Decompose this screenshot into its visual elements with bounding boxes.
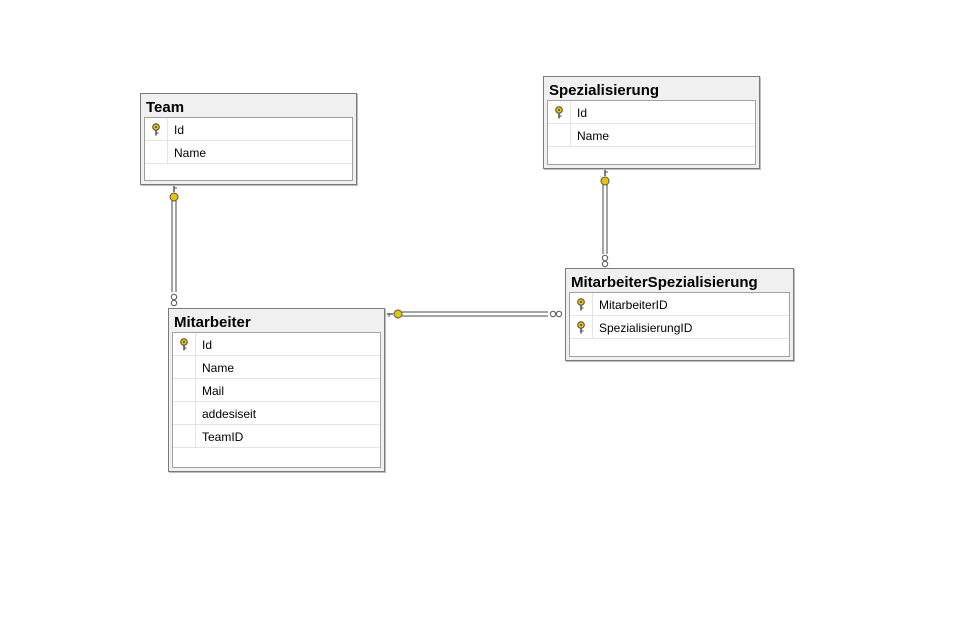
column-grid: Id Name [547, 100, 756, 165]
relationship-team-mitarbeiter[interactable] [169, 186, 179, 307]
table-title: Mitarbeiter [174, 314, 251, 331]
table-team[interactable]: Team Id Name [140, 93, 357, 185]
column-row[interactable]: addesiseit [173, 402, 380, 425]
column-name: Name [202, 361, 235, 375]
table-mitarbeiterspezialisierung[interactable]: MitarbeiterSpezialisierung MitarbeiterID [565, 268, 794, 361]
column-row[interactable]: Name [145, 141, 352, 164]
column-row[interactable]: TeamID [173, 425, 380, 448]
primary-key-icon [577, 298, 585, 311]
relationship-mitarbeiter-mitarbeiterspezialisierung[interactable] [387, 309, 563, 319]
column-name: addesiseit [202, 407, 257, 421]
column-grid: Id Name [144, 117, 353, 181]
column-row[interactable]: Name [548, 124, 755, 147]
column-row[interactable]: Id [548, 101, 755, 124]
column-name: SpezialisierungID [599, 321, 693, 335]
relationship-spezialisierung-mitarbeiterspezialisierung[interactable] [600, 170, 610, 268]
column-name: Id [202, 338, 213, 352]
infinity-icon [549, 310, 563, 318]
column-row[interactable]: Name [173, 356, 380, 379]
table-title: Spezialisierung [549, 82, 660, 99]
column-row[interactable]: Id [173, 333, 380, 356]
column-name: MitarbeiterID [599, 298, 668, 312]
column-name: Mail [202, 384, 225, 398]
table-mitarbeiter[interactable]: Mitarbeiter Id Name Mail [168, 308, 385, 472]
key-icon [169, 186, 179, 202]
table-title: Team [146, 99, 185, 116]
key-icon [387, 309, 403, 319]
table-title: MitarbeiterSpezialisierung [571, 274, 758, 291]
infinity-icon [601, 254, 609, 268]
column-name: TeamID [202, 430, 244, 444]
primary-key-icon [577, 321, 585, 334]
primary-key-icon [180, 338, 188, 351]
column-row[interactable]: MitarbeiterID [570, 293, 789, 316]
column-row[interactable]: SpezialisierungID [570, 316, 789, 339]
primary-key-icon [555, 106, 563, 119]
column-grid: MitarbeiterID SpezialisierungID [569, 292, 790, 357]
table-spezialisierung[interactable]: Spezialisierung Id Name [543, 76, 760, 169]
column-grid: Id Name Mail addesiseit TeamID [172, 332, 381, 468]
infinity-icon [170, 293, 178, 307]
column-name: Name [577, 129, 610, 143]
key-icon [600, 170, 610, 186]
column-row[interactable]: Id [145, 118, 352, 141]
column-name: Name [174, 146, 207, 160]
column-row[interactable]: Mail [173, 379, 380, 402]
column-name: Id [577, 106, 588, 120]
column-name: Id [174, 123, 185, 137]
primary-key-icon [152, 123, 160, 136]
